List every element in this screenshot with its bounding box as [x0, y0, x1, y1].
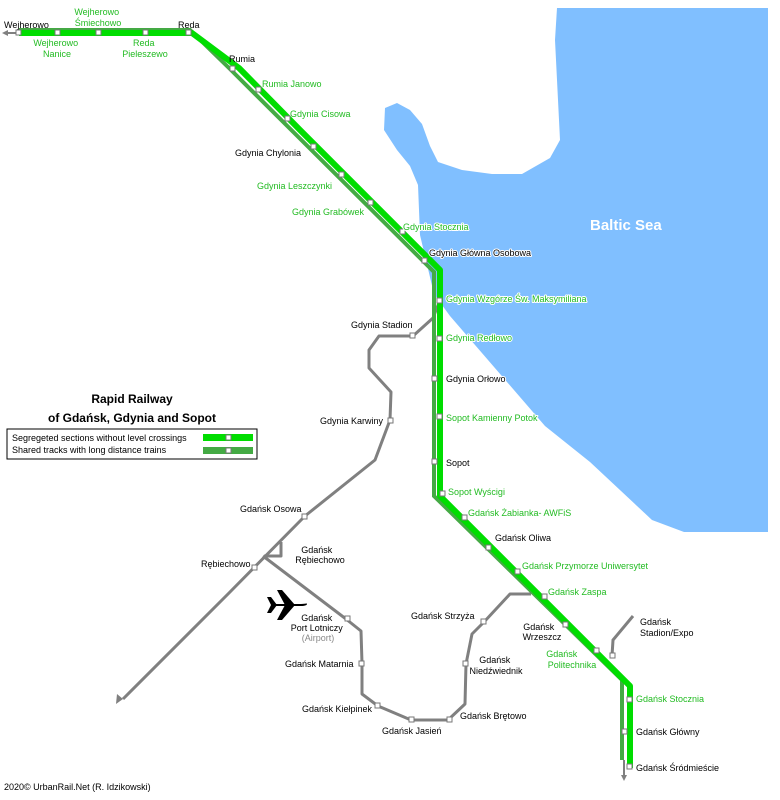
airplane-icon — [267, 590, 307, 620]
station-label: Gdańsk Jasień — [382, 726, 442, 736]
station-label: Gdańsk Oliwa — [495, 533, 551, 543]
baltic-sea — [384, 8, 768, 532]
station-label: Gdynia Leszczynki — [257, 181, 332, 191]
station-label: Gdańsk Port Lotniczy (Airport) — [291, 613, 346, 643]
station-label: Sopot — [446, 458, 470, 468]
station-label: Gdynia Główna Osobowa — [429, 248, 531, 258]
station-label: Gdańsk Kiełpinek — [302, 704, 373, 714]
station-label: Sopot Wyścigi — [448, 487, 505, 497]
station-label: Gdańsk Przymorze Uniwersytet — [522, 561, 649, 571]
station-label: Gdynia Grabówek — [292, 207, 365, 217]
station-label: Rębiechowo — [201, 559, 251, 569]
legend-title-line2: of Gdańsk, Gdynia and Sopot — [48, 411, 216, 425]
station-label: Gdynia Orłowo — [446, 374, 506, 384]
station-label: Gdańsk Żabianka- AWFiS — [468, 508, 571, 518]
station-label: Reda — [178, 20, 200, 30]
station-labels: Wejherowo Wejherowo Śmiechowo Wejherowo … — [4, 7, 719, 773]
station-label: Gdańsk Matarnia — [285, 659, 354, 669]
legend-item: Shared tracks with long distance trains — [12, 445, 167, 455]
arrow-icon — [621, 760, 627, 781]
station-label: Wejherowo — [4, 20, 49, 30]
station-label: Gdańsk Strzyża — [411, 611, 475, 621]
legend-item: Segregeted sections without level crossi… — [12, 433, 187, 443]
sea-label: Baltic Sea — [590, 217, 662, 234]
station-label: Wejherowo Śmiechowo — [74, 7, 121, 28]
station-label: Gdańsk Politechnika — [546, 649, 596, 670]
station-label: Gdynia Wzgórze Św. Maksymiliana — [446, 293, 587, 304]
station-markers — [15, 29, 633, 770]
station-label: Wejherowo Nanice — [33, 38, 80, 59]
credit: 2020© UrbanRail.Net (R. Idzikowski) — [4, 782, 151, 792]
station-label: Sopot Kamienny Potok — [446, 413, 538, 423]
station-label: Gdynia Stocznia — [403, 222, 469, 232]
station-label: Gdańsk Śródmieście — [636, 762, 719, 773]
station-label: Gdańsk Osowa — [240, 504, 302, 514]
station-label: Gdynia Stadion — [351, 320, 413, 330]
station-label: Gdańsk Stadion/Expo — [640, 617, 694, 638]
legend-swatch-segregated — [203, 434, 253, 441]
station-label: Gdynia Chylonia — [235, 148, 301, 158]
legend-title-line1: Rapid Railway — [91, 392, 173, 406]
station-label: Gdańsk Wrzeszcz — [523, 622, 562, 642]
station-label: Gdańsk Stocznia — [636, 694, 704, 704]
station-label: Rumia — [229, 54, 255, 64]
station-label: Gdańsk Rębiechowo — [295, 545, 345, 565]
legend: Rapid Railway of Gdańsk, Gdynia and Sopo… — [6, 392, 258, 460]
station-label: Gdańsk Zaspa — [548, 587, 607, 597]
station-label: Gdynia Karwiny — [320, 416, 384, 426]
station-label: Gdańsk Główny — [636, 727, 700, 737]
station-label: Reda Pieleszewo — [122, 38, 168, 59]
station-label: Rumia Janowo — [262, 79, 322, 89]
station-label: Gdańsk Niedźwiednik — [469, 655, 523, 676]
stadion-expo-branch — [610, 615, 635, 657]
station-label: Gdynia Redłowo — [446, 333, 512, 343]
station-label: Gdynia Cisowa — [290, 109, 351, 119]
station-label: Gdańsk Brętowo — [460, 711, 527, 721]
legend-swatch-shared — [203, 447, 253, 454]
